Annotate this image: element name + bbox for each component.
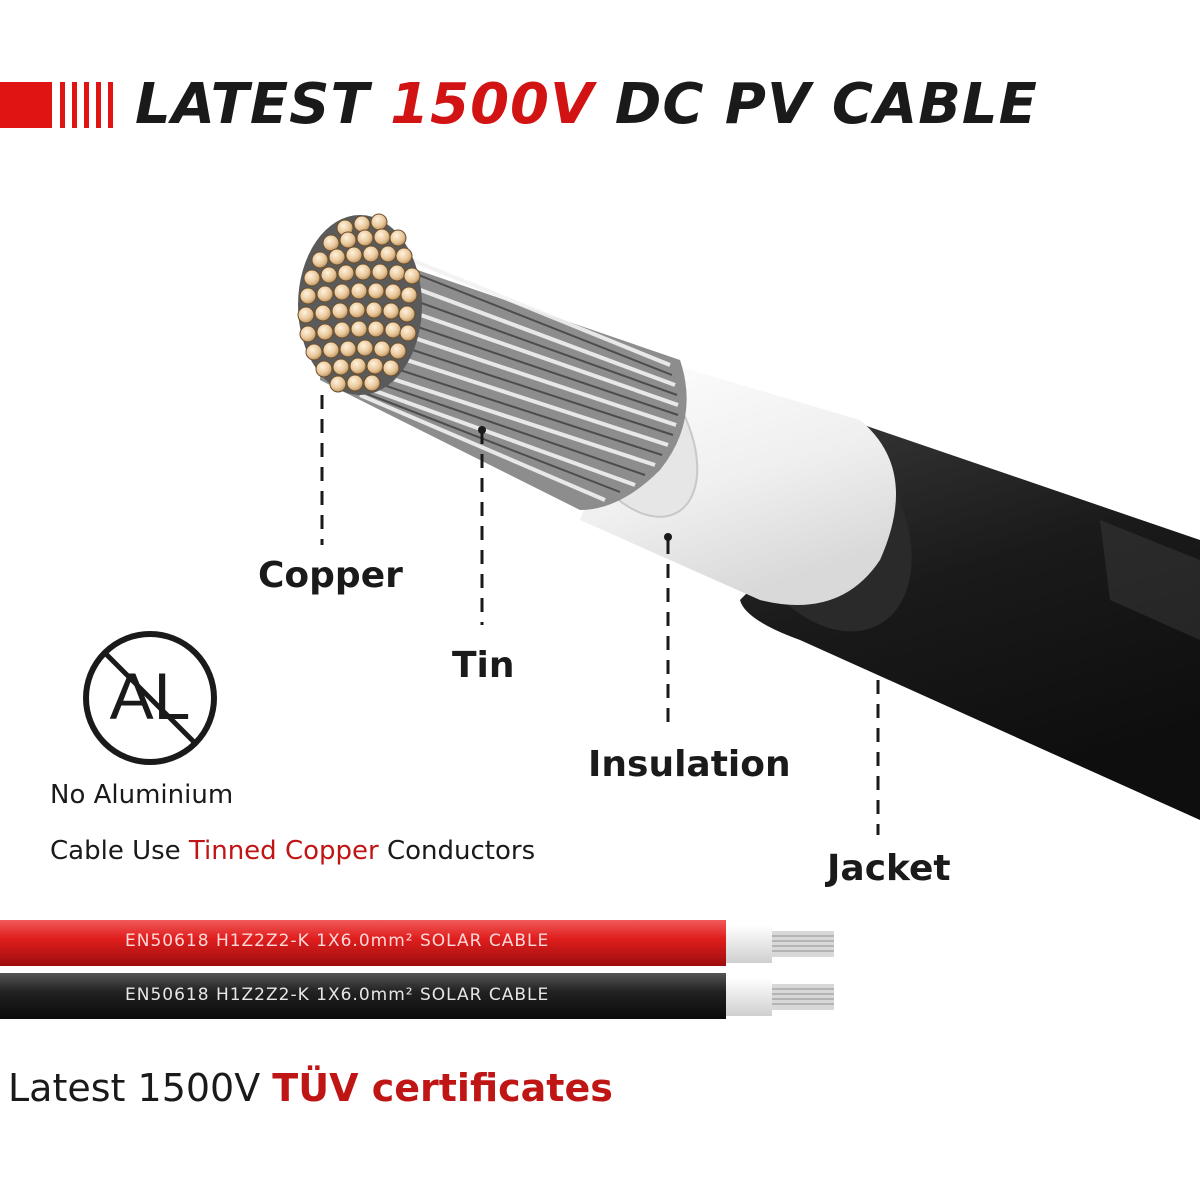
conductor-note-prefix: Cable Use bbox=[50, 836, 189, 866]
badge-text: AL bbox=[109, 659, 191, 733]
tin-label: Tin bbox=[452, 645, 515, 686]
no-aluminium-note: No Aluminium bbox=[50, 780, 234, 810]
jacket-label: Jacket bbox=[827, 848, 951, 889]
conductor-note-suffix: Conductors bbox=[378, 836, 536, 866]
conductor-note: Cable Use Tinned Copper Conductors bbox=[50, 836, 535, 866]
black-cable-print: EN50618 H1Z2Z2-K 1X6.0mm² SOLAR CABLE bbox=[125, 985, 550, 1005]
stripes-logo-icon bbox=[0, 82, 113, 128]
footer-prefix: Latest 1500V bbox=[8, 1066, 273, 1110]
red-cable-print: EN50618 H1Z2Z2-K 1X6.0mm² SOLAR CABLE bbox=[125, 931, 550, 951]
conductor-note-accent: Tinned Copper bbox=[188, 836, 379, 866]
title-prefix: LATEST bbox=[135, 72, 391, 137]
title-suffix: DC PV CABLE bbox=[594, 72, 1038, 137]
copper-label: Copper bbox=[258, 555, 403, 596]
footer-accent: TÜV certificates bbox=[272, 1066, 613, 1110]
header: LATEST 1500V DC PV CABLE bbox=[0, 70, 1200, 140]
footer-caption: Latest 1500V TÜV certificates bbox=[8, 1066, 613, 1110]
no-aluminium-icon: AL bbox=[80, 628, 220, 768]
copper-strand-ends bbox=[297, 213, 422, 395]
insulation-label: Insulation bbox=[588, 744, 791, 785]
red-cable bbox=[0, 920, 834, 966]
page-title: LATEST 1500V DC PV CABLE bbox=[135, 72, 1038, 138]
black-cable bbox=[0, 973, 834, 1019]
leader-lines bbox=[320, 395, 880, 835]
sample-cables bbox=[0, 920, 834, 1019]
title-accent: 1500V bbox=[390, 72, 595, 137]
